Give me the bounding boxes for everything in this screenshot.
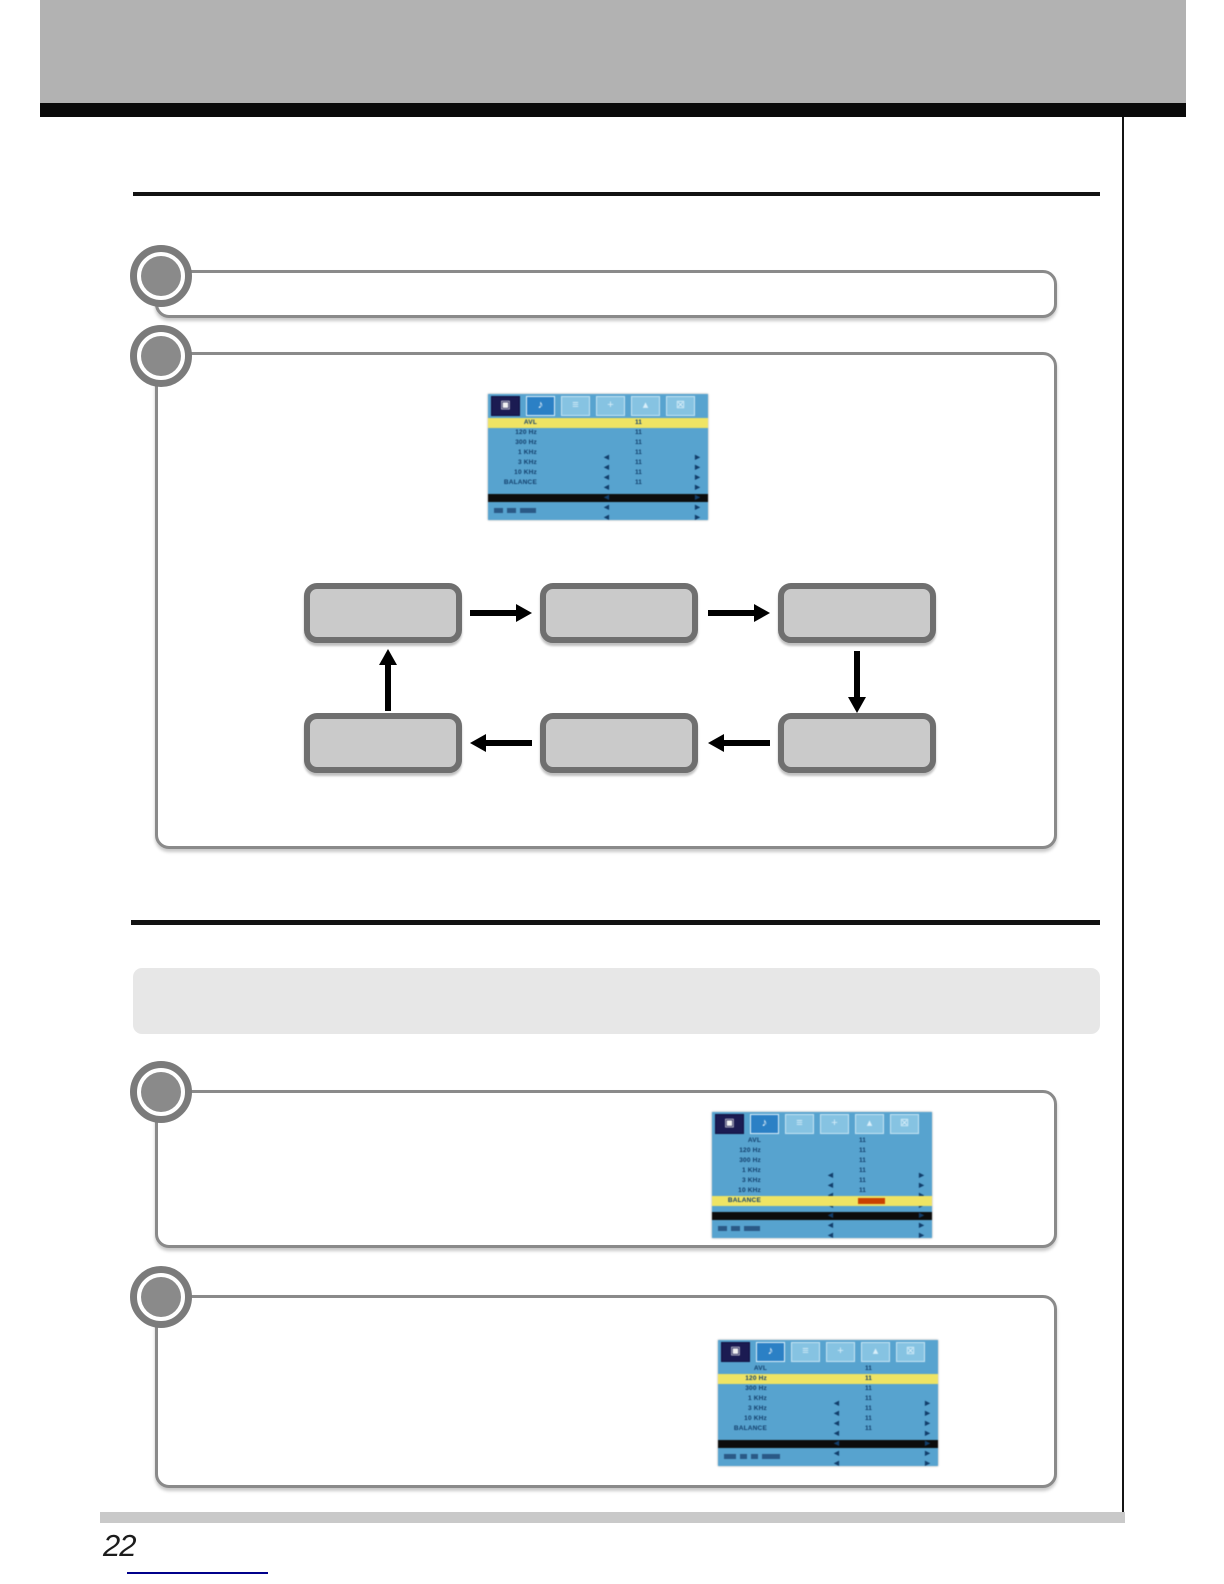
section-divider-top: [133, 192, 1100, 196]
osd-caption-strip: [712, 1220, 932, 1238]
sound-icon: ♪: [750, 1114, 779, 1134]
triangle-icon: ▴: [855, 1114, 884, 1134]
step-1-callout-box: [155, 270, 1057, 318]
osd-menu-row: 300 Hz◀11▶: [745, 1385, 930, 1427]
osd-menu-row: BALANCE◀▶: [712, 1196, 932, 1238]
osd-caption-smudge: [507, 508, 516, 513]
osd-caption-smudge: [744, 1226, 760, 1231]
screen-size-icon: ⊠: [666, 396, 695, 416]
osd-menu-row: 3 KHz◀11▶: [741, 1177, 924, 1219]
tv-icon: ▣: [491, 396, 520, 416]
section-heading-bar: [133, 968, 1100, 1034]
osd-caption-smudge: [724, 1454, 736, 1459]
section-divider-middle: [131, 920, 1100, 925]
flow-box-5: [540, 713, 698, 773]
list-icon: ≡: [791, 1342, 820, 1362]
tv-icon: ▣: [721, 1342, 750, 1362]
osd-caption-strip: [488, 502, 708, 520]
osd-menu-row: 1 KHz◀11▶: [747, 1395, 930, 1437]
osd-caption-smudge: [762, 1454, 780, 1459]
osd-menu-row: 120 Hz◀11▶: [739, 1147, 924, 1189]
osd-menu-row: BALANCE◀11▶: [733, 1425, 930, 1466]
osd-tab-bar: ▣ ♪ ≡ + ▴ ⊠: [488, 394, 708, 418]
osd-caption-smudge: [751, 1454, 758, 1459]
osd-caption-strip: [718, 1448, 938, 1466]
sound-icon: ♪: [756, 1342, 785, 1362]
triangle-icon: ▴: [631, 396, 660, 416]
osd-caption-smudge: [520, 508, 536, 513]
arrow-right-icon: [470, 603, 532, 622]
osd-menu-row: AVL◀11▶: [488, 418, 708, 461]
osd-menu-row: 10 KHz◀11▶: [744, 1415, 930, 1457]
osd-black-bar: [718, 1440, 938, 1448]
sound-icon: ♪: [526, 396, 555, 416]
osd-menu-row: 1 KHz◀11▶: [741, 1167, 924, 1209]
header-black-bar: [40, 103, 1186, 117]
page-number-underline: [127, 1572, 268, 1574]
osd-menu-row: 120 Hz◀11▶: [515, 429, 700, 471]
osd-menu-row: AVL◀11▶: [747, 1137, 924, 1179]
footer-rule-bar: [100, 1512, 1125, 1523]
osd-balance-level-bar: [858, 1198, 885, 1204]
osd-menu-row: 300 Hz◀11▶: [739, 1157, 924, 1199]
osd-menu-row: 10 KHz◀11▶: [514, 469, 700, 511]
flow-box-1: [304, 583, 462, 643]
plus-icon: +: [826, 1342, 855, 1362]
step-1-marker-fill: [141, 256, 181, 296]
plus-icon: +: [596, 396, 625, 416]
step-2-marker: [130, 325, 192, 387]
step-3-marker: [130, 1061, 192, 1123]
osd-screenshot-sound-menu-top: ▣ ♪ ≡ + ▴ ⊠AVL◀11▶120 Hz◀11▶300 Hz◀11▶1 KHz◀1…: [488, 394, 708, 520]
osd-menu-row: 120 Hz◀11▶: [718, 1374, 938, 1417]
right-vertical-rule: [1122, 117, 1124, 1518]
osd-menu-row: 1 KHz◀11▶: [517, 449, 700, 491]
page-number: 22: [103, 1528, 136, 1563]
arrow-up-icon: [378, 649, 397, 711]
osd-menu-row: 10 KHz◀11▶: [738, 1187, 924, 1229]
osd-screenshot-balance-selected: ▣ ♪ ≡ + ▴ ⊠ AVL◀11▶120 Hz◀11▶300 Hz◀11▶1 KHz◀1…: [712, 1112, 932, 1238]
osd-black-bar: [712, 1212, 932, 1220]
triangle-icon: ▴: [861, 1342, 890, 1362]
tv-icon: ▣: [715, 1114, 744, 1134]
osd-menu-row: BALANCE◀11▶: [503, 479, 700, 520]
step-4-marker: [130, 1266, 192, 1328]
flow-box-3: [778, 583, 936, 643]
step-2-marker-fill: [141, 336, 181, 376]
menu-cycle-flow-diagram: [290, 575, 950, 787]
osd-black-bar: [488, 494, 708, 502]
screen-size-icon: ⊠: [896, 1342, 925, 1362]
list-icon: ≡: [561, 396, 590, 416]
osd-caption-smudge: [718, 1226, 727, 1231]
arrow-down-icon: [847, 651, 866, 713]
osd-caption-smudge: [731, 1226, 740, 1231]
osd-caption-smudge: [494, 508, 503, 513]
arrow-left-icon: [708, 733, 770, 752]
osd-tab-bar: ▣ ♪ ≡ + ▴ ⊠: [718, 1340, 938, 1364]
step-4-marker-fill: [141, 1277, 181, 1317]
osd-menu-row: AVL◀11▶: [753, 1365, 930, 1407]
step-3-marker-fill: [141, 1072, 181, 1112]
osd-menu-row: 3 KHz◀11▶: [517, 459, 700, 501]
flow-box-2: [540, 583, 698, 643]
osd-tab-bar: ▣ ♪ ≡ + ▴ ⊠: [712, 1112, 932, 1136]
header-band: [40, 0, 1186, 103]
screen-size-icon: ⊠: [890, 1114, 919, 1134]
list-icon: ≡: [785, 1114, 814, 1134]
plus-icon: +: [820, 1114, 849, 1134]
osd-menu-row: 3 KHz◀11▶: [747, 1405, 930, 1447]
osd-menu-row: 300 Hz◀11▶: [515, 439, 700, 481]
step-1-marker: [130, 245, 192, 307]
flow-box-6: [304, 713, 462, 773]
flow-box-4: [778, 713, 936, 773]
osd-screenshot-120hz-selected: ▣ ♪ ≡ + ▴ ⊠ AVL◀11▶120 Hz◀11▶300 Hz◀11▶1 KHz◀1…: [718, 1340, 938, 1466]
arrow-left-icon: [470, 733, 532, 752]
osd-caption-smudge: [740, 1454, 747, 1459]
arrow-right-icon: [708, 603, 770, 622]
